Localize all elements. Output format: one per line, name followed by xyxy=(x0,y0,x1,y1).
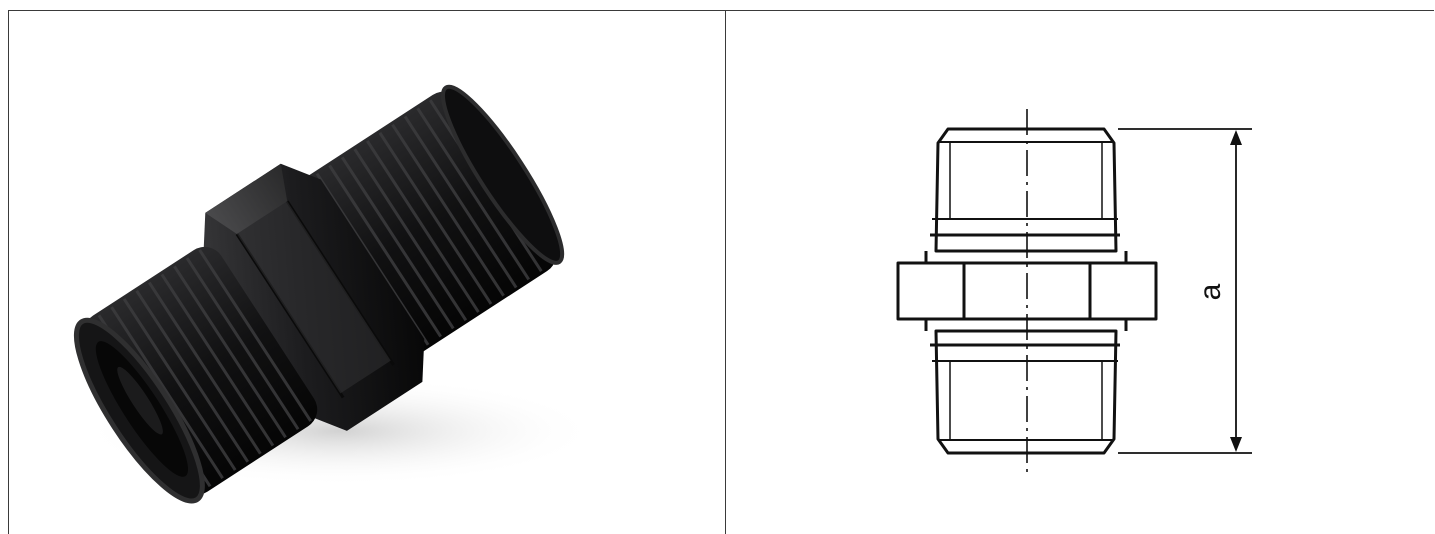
thread-root-lines xyxy=(950,142,1102,440)
dimension-a xyxy=(1118,129,1252,453)
arrow-top xyxy=(1230,130,1242,145)
product-photo-panel xyxy=(9,11,725,534)
lower-thread-outline xyxy=(936,331,1116,453)
hex-nipple-drawing: a xyxy=(726,11,1435,534)
hex-nipple-photo xyxy=(9,11,725,534)
arrow-bottom xyxy=(1230,437,1242,452)
technical-drawing-panel: a xyxy=(726,11,1435,534)
dimension-label: a xyxy=(1194,283,1227,300)
upper-thread-outline xyxy=(936,129,1116,251)
